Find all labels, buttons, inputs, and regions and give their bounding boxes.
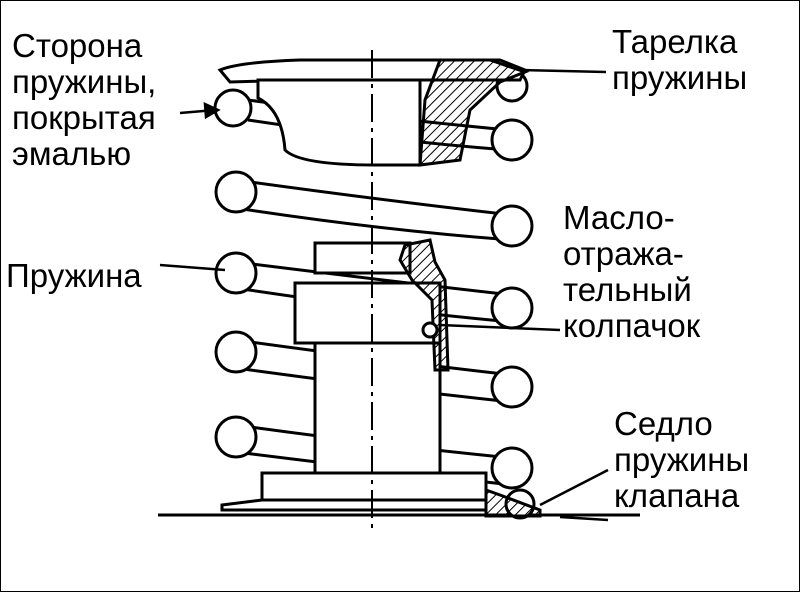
leader-lines [159, 68, 609, 522]
label-enamel-side: Сторона пружины, покрытая эмалью [12, 27, 157, 172]
spring-seat [484, 487, 542, 518]
spring-retainer [217, 58, 530, 167]
spring-coils [213, 69, 536, 520]
label-spring-seat: Седло пружины клапана [614, 405, 750, 514]
oil-seal-cap [398, 238, 450, 372]
label-oil-seal-cap: Масло- отража- тельный колпачок [563, 199, 701, 344]
label-spring: Пружина [6, 257, 142, 294]
label-spring-retainer: Тарелка пружины [612, 23, 748, 96]
valve-stem [220, 241, 488, 512]
